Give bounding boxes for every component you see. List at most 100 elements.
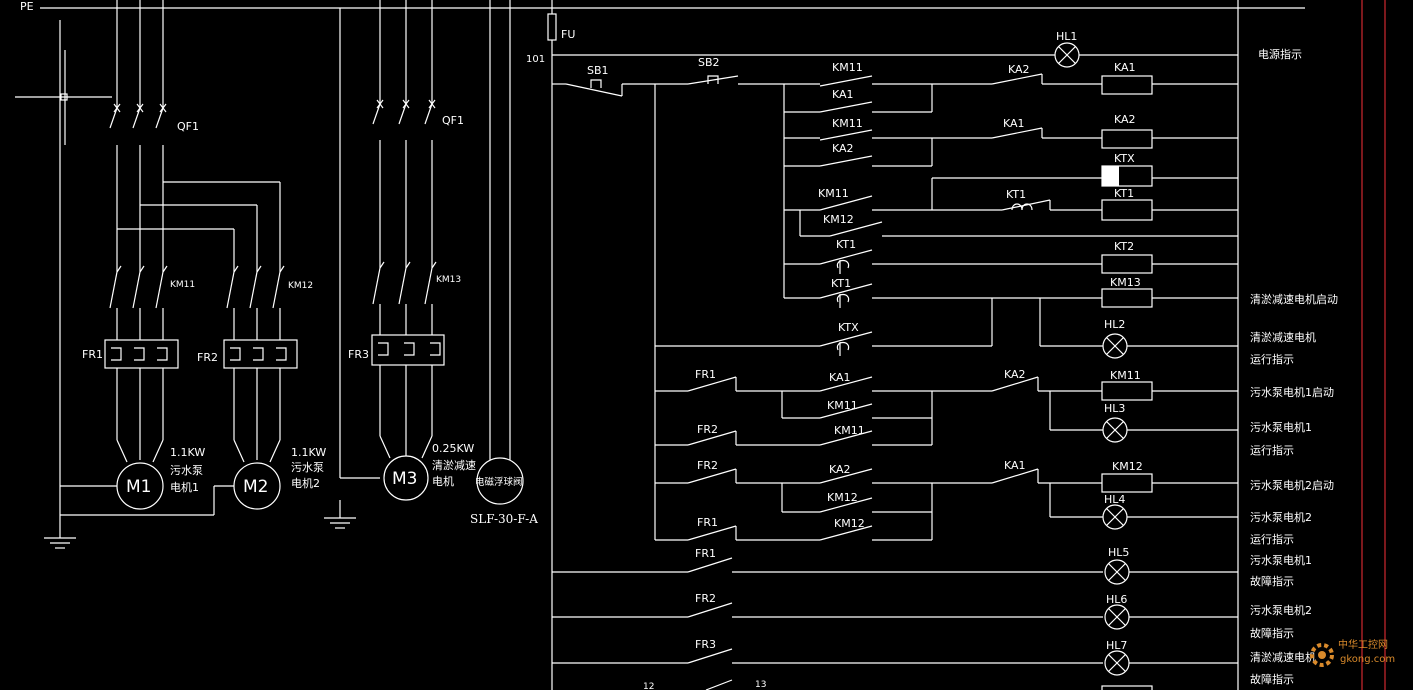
hl7-lamp: [1104, 650, 1130, 676]
svg-text:故障指示: 故障指示: [1250, 626, 1294, 640]
svg-text:KT1: KT1: [836, 238, 856, 251]
svg-text:污水泵: 污水泵: [291, 461, 324, 474]
svg-text:KM11: KM11: [818, 187, 849, 200]
hl2-lamp: [1102, 333, 1128, 359]
coil-km12: [1101, 473, 1153, 493]
qf1-label-a: QF1: [177, 120, 199, 133]
svg-text:0.25KW: 0.25KW: [432, 442, 474, 455]
coil-ka1: [1101, 75, 1153, 95]
svg-text:KM11: KM11: [1110, 369, 1141, 382]
ground-icon-2: [323, 517, 357, 529]
fr2-label: FR2: [197, 351, 218, 364]
fr1-relay: [104, 339, 179, 369]
svg-text:污水泵电机2启动: 污水泵电机2启动: [1250, 478, 1334, 492]
fr3-label: FR3: [348, 348, 369, 361]
svg-text:KA1: KA1: [1114, 61, 1136, 74]
svg-text:HL4: HL4: [1104, 493, 1125, 506]
svg-text:KM12: KM12: [834, 517, 865, 530]
solenoid-valve: [476, 457, 524, 505]
svg-text:101: 101: [526, 54, 545, 65]
watermark-url: gkong.com: [1340, 654, 1395, 665]
svg-text:故障指示: 故障指示: [1250, 672, 1294, 686]
qf1-label-b: QF1: [442, 114, 464, 127]
svg-text:KA1: KA1: [832, 88, 854, 101]
svg-text:HL6: HL6: [1106, 593, 1127, 606]
hl1-lamp: [1054, 42, 1080, 68]
svg-text:1.1KW: 1.1KW: [170, 446, 205, 459]
km12-power-label: KM12: [288, 281, 313, 291]
svg-text:故障指示: 故障指示: [1250, 574, 1294, 588]
svg-text:FR1: FR1: [695, 547, 716, 560]
svg-text:电机: 电机: [432, 474, 454, 488]
fr3-relay: [371, 334, 445, 366]
svg-text:污水泵电机2: 污水泵电机2: [1250, 510, 1312, 524]
svg-text:FR2: FR2: [695, 592, 716, 605]
svg-text:污水泵电机1: 污水泵电机1: [1250, 420, 1312, 434]
svg-text:电源指示: 电源指示: [1258, 47, 1302, 61]
svg-text:HL2: HL2: [1104, 318, 1125, 331]
svg-text:M1: M1: [126, 477, 151, 497]
svg-text:FR3: FR3: [695, 638, 716, 651]
svg-text:电磁浮球阀: 电磁浮球阀: [475, 476, 523, 488]
svg-text:KM11: KM11: [832, 61, 863, 74]
svg-text:KT1: KT1: [831, 277, 851, 290]
svg-text:KM12: KM12: [1112, 460, 1143, 473]
km11-power-label: KM11: [170, 280, 195, 290]
svg-text:清淤减速: 清淤减速: [432, 459, 476, 472]
svg-text:KTX: KTX: [838, 321, 859, 334]
svg-text:KA1: KA1: [1003, 117, 1025, 130]
svg-text:KA2: KA2: [832, 142, 854, 155]
svg-text:KM11: KM11: [834, 424, 865, 437]
svg-text:KA2: KA2: [829, 463, 851, 476]
watermark: 中华工控网 gkong.com: [1310, 638, 1395, 667]
motor-m3: [383, 455, 429, 501]
svg-text:电机1: 电机1: [170, 480, 199, 494]
svg-text:污水泵电机1: 污水泵电机1: [1250, 553, 1312, 567]
function-notes: 电源指示 清淤减速电机启动 清淤减速电机 运行指示 污水泵电机1启动 污水泵电机…: [1250, 47, 1338, 686]
svg-text:污水泵电机2: 污水泵电机2: [1250, 603, 1312, 617]
pe-label: PE: [20, 0, 34, 13]
svg-text:HL5: HL5: [1108, 546, 1129, 559]
svg-text:运行指示: 运行指示: [1250, 532, 1294, 546]
control-section: HL1 SB1 SB2 KM11 KA1 KA2 KA1 KM11 KA2: [552, 0, 1239, 690]
hl5-lamp: [1104, 559, 1130, 585]
svg-text:1.1KW: 1.1KW: [291, 446, 326, 459]
svg-text:KT2: KT2: [1114, 240, 1134, 253]
svg-text:KM11: KM11: [827, 399, 858, 412]
svg-text:FR2: FR2: [697, 459, 718, 472]
valve-model: SLF-30-F-A: [470, 512, 538, 526]
svg-text:FR1: FR1: [695, 368, 716, 381]
coil-kt1: [1101, 199, 1153, 221]
svg-text:运行指示: 运行指示: [1250, 443, 1294, 457]
svg-text:清淤减速电机启动: 清淤减速电机启动: [1250, 292, 1338, 306]
svg-text:KA2: KA2: [1004, 368, 1026, 381]
svg-text:清淤减速电机: 清淤减速电机: [1250, 330, 1316, 344]
ground-icon: [43, 537, 77, 549]
coil-km13: [1101, 288, 1153, 308]
svg-text:HL7: HL7: [1106, 639, 1127, 652]
svg-text:M3: M3: [392, 469, 417, 489]
svg-text:KM12: KM12: [827, 491, 858, 504]
svg-text:KM12: KM12: [823, 213, 854, 226]
fr1-label: FR1: [82, 348, 103, 361]
km13-power-label: KM13: [436, 275, 461, 285]
svg-text:FR2: FR2: [697, 423, 718, 436]
svg-text:KA1: KA1: [829, 371, 851, 384]
svg-text:13: 13: [755, 680, 766, 690]
svg-text:KT1: KT1: [1114, 187, 1134, 200]
coil-km11: [1101, 381, 1153, 401]
svg-text:FR1: FR1: [697, 516, 718, 529]
svg-text:KA2: KA2: [1008, 63, 1030, 76]
svg-text:KT1: KT1: [1006, 188, 1026, 201]
svg-text:M2: M2: [243, 477, 268, 497]
svg-text:SB2: SB2: [698, 56, 720, 69]
svg-text:清淤减速电机: 清淤减速电机: [1250, 650, 1316, 664]
fuse-fu: [547, 13, 557, 41]
svg-text:12: 12: [643, 682, 654, 690]
svg-text:KTX: KTX: [1114, 152, 1135, 165]
watermark-site: 中华工控网: [1338, 638, 1388, 651]
svg-text:KM11: KM11: [832, 117, 863, 130]
hl3-lamp: [1102, 417, 1128, 443]
power-section: PE QF1 KM11: [15, 0, 1305, 690]
